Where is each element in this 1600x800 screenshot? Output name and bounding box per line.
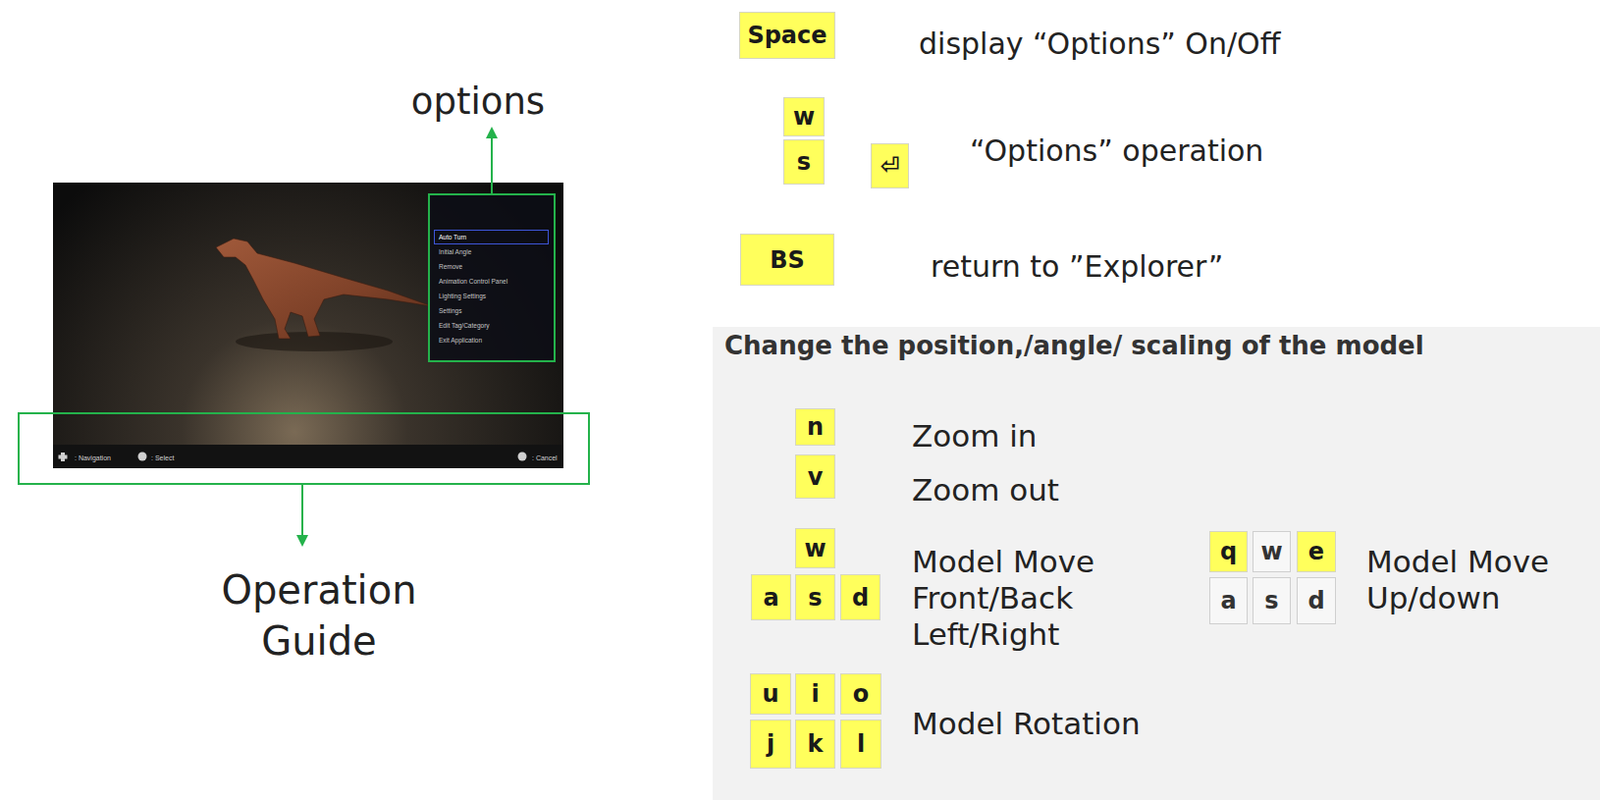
key-cap: e: [1296, 531, 1336, 573]
screenshot-ground: [53, 182, 564, 469]
key-letter: v: [807, 463, 824, 491]
key-description: Model Move Up/down: [1366, 543, 1595, 617]
key-description: “Options” operation: [969, 132, 1264, 170]
key-cap: s: [1252, 577, 1291, 625]
key-letter: a: [762, 584, 779, 612]
key-letter: q: [1220, 537, 1237, 566]
menu-item: Edit Tag/Category: [433, 318, 549, 333]
dinosaur-model: [215, 238, 432, 339]
key-letter: w: [1260, 537, 1282, 566]
key-cap: s: [783, 139, 825, 185]
key-cap: j: [749, 719, 792, 769]
key-cap: v: [795, 454, 836, 499]
key-letter: n: [806, 413, 824, 441]
key-letter: d: [852, 584, 869, 612]
key-cap: BS: [740, 233, 835, 286]
key-letter: u: [761, 680, 779, 708]
key-cap: d: [840, 574, 881, 621]
guide-hint: : Navigation: [74, 453, 111, 464]
panel-title: Change the position,/angle/ scaling of t…: [724, 328, 1425, 363]
guide-hint: : Cancel: [532, 453, 558, 464]
key-description: Model Rotation: [911, 704, 1141, 744]
options-menu: Auto TurnInitial AngleRemoveAnimation Co…: [427, 193, 556, 363]
key-cap: k: [795, 719, 836, 769]
key-cap: w: [783, 97, 825, 137]
key-cap: Space: [739, 11, 836, 59]
key-letter: l: [856, 730, 865, 758]
menu-item: Lighting Settings: [433, 288, 549, 304]
menu-item: Exit Application: [433, 332, 549, 348]
key-cap: l: [840, 719, 882, 769]
key-letter: j: [766, 730, 775, 758]
key-letter: Space: [746, 21, 827, 50]
key-cap: q: [1209, 531, 1248, 573]
key-letter: d: [1307, 586, 1325, 615]
key-cap: ⏎: [870, 143, 909, 189]
key-cap: o: [840, 673, 882, 715]
callout-label: options: [411, 79, 545, 125]
key-cap: w: [795, 528, 836, 569]
key-description: display “Options” On/Off: [918, 25, 1280, 63]
guide-bar: [53, 444, 564, 469]
key-letter: i: [810, 680, 819, 708]
key-cap: i: [795, 673, 836, 715]
key-letter: w: [803, 534, 826, 563]
menu-item: Initial Angle: [433, 244, 549, 260]
key-cap: u: [749, 673, 792, 715]
key-description: return to ”Explorer”: [930, 248, 1224, 286]
key-cap: s: [795, 574, 836, 621]
key-cap: w: [1252, 531, 1291, 573]
select-button-icon: [138, 452, 148, 462]
key-description: Zoom out: [911, 471, 1060, 510]
key-letter: a: [1220, 586, 1236, 615]
key-cap: n: [795, 408, 836, 446]
operation-guide-bar: : Navigation : Select : Cancel: [17, 412, 590, 485]
key-cap: a: [750, 574, 792, 621]
navigation-icon: [58, 452, 68, 462]
key-letter: k: [807, 730, 824, 758]
menu-item: Auto Turn: [433, 229, 549, 245]
key-cap: d: [1296, 577, 1336, 625]
key-description: Model Move Front/Back Left/Right: [911, 543, 1148, 653]
key-letter: w: [793, 103, 815, 131]
menu-item: Settings: [433, 303, 549, 319]
key-cap: a: [1209, 577, 1248, 625]
key-letter: BS: [769, 246, 805, 274]
callout-label: Operation Guide: [171, 564, 467, 667]
cancel-button-icon: [518, 452, 528, 462]
key-letter: s: [1264, 586, 1279, 615]
menu-item: Remove: [433, 259, 549, 274]
key-description: Zoom in: [911, 417, 1037, 456]
key-letter: ⏎: [879, 152, 900, 180]
guide-hint: : Select: [151, 453, 174, 464]
key-letter: s: [807, 584, 822, 612]
key-letter: e: [1308, 537, 1325, 566]
key-letter: s: [797, 148, 811, 176]
menu-item: Animation Control Panel: [433, 273, 549, 289]
key-letter: o: [853, 680, 870, 708]
